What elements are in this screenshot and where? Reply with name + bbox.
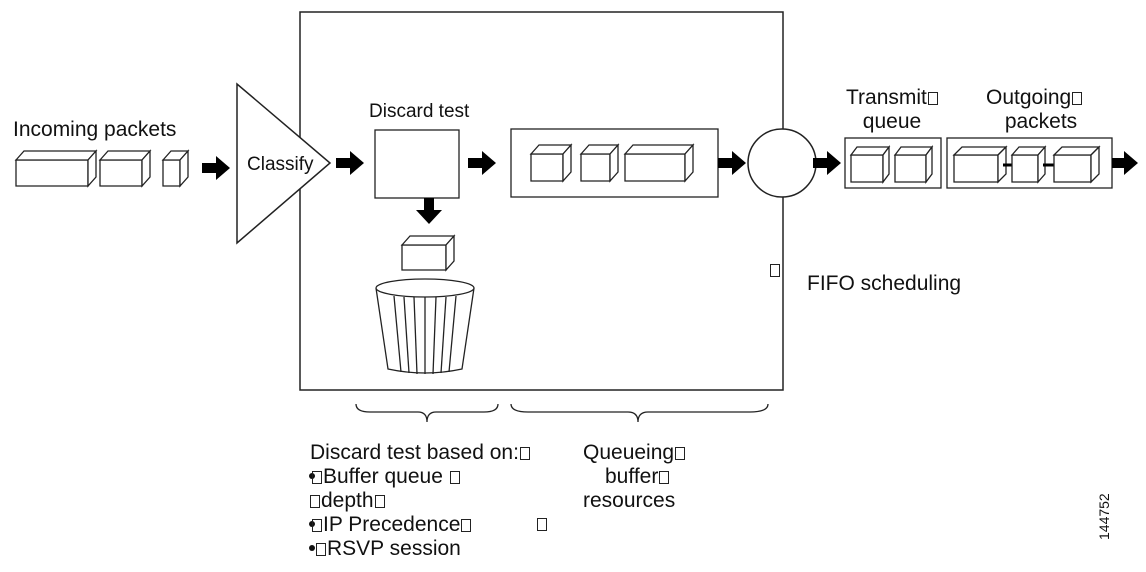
figure-number: 144752	[1096, 493, 1112, 540]
arrow-exit	[1112, 151, 1138, 175]
missing-glyph-icon	[449, 471, 460, 484]
arrow-to-queue	[468, 151, 496, 175]
discard-basis-item-2: depth	[309, 489, 386, 513]
incoming-packet-small	[161, 149, 190, 188]
arrow-to-classifier	[202, 156, 230, 180]
discard-basis-heading-text: Discard test based on:	[310, 441, 519, 464]
missing-glyph-icon	[770, 264, 780, 277]
transmit-packet-1	[849, 145, 891, 184]
outgoing-packet-3	[1052, 145, 1101, 184]
discard-basis-item-3-text: IP Precedence	[323, 513, 461, 536]
outgoing-packets-label: Outgoing	[986, 86, 1106, 110]
transmit-queue-label: Transmit	[846, 86, 946, 110]
queued-packet-3	[623, 143, 695, 183]
outgoing-packet-1	[952, 145, 1008, 184]
brace-queueing	[510, 403, 769, 423]
outgoing-packet-2	[1010, 145, 1047, 184]
missing-glyph-icon	[312, 519, 322, 532]
discard-basis-item-1-text: Buffer queue	[323, 465, 449, 488]
arrow-to-scheduler	[718, 151, 746, 175]
classify-label: Classify	[247, 154, 314, 175]
queued-packet-1	[529, 143, 573, 183]
discard-basis-item-4: RSVP session	[309, 537, 461, 561]
arrow-to-transmit-queue	[813, 151, 841, 175]
missing-glyph-icon	[310, 495, 320, 508]
arrow-to-bin	[416, 198, 442, 224]
outgoing-packets-line1: Outgoing	[986, 86, 1072, 109]
transmit-queue-line2: queue	[862, 110, 922, 133]
missing-glyph-icon	[374, 495, 385, 508]
dropped-packet	[400, 234, 456, 272]
missing-glyph-icon	[675, 447, 686, 460]
classifier-triangle	[236, 82, 332, 245]
brace-discard-test	[355, 403, 499, 423]
discard-basis-heading: Discard test based on:	[310, 441, 531, 465]
incoming-packet-large	[14, 149, 98, 188]
discard-basis-item-1: Buffer queue	[309, 465, 461, 489]
missing-glyph-icon	[519, 447, 530, 460]
arrow-to-discard	[336, 151, 364, 175]
discard-test-label: Discard test	[369, 101, 470, 122]
router-frame	[299, 11, 784, 391]
discard-basis-item-2-text: depth	[321, 489, 374, 512]
queueing-label-line1-text: Queueing	[583, 441, 675, 464]
transmit-packet-2	[893, 145, 934, 184]
discard-basis-item-3: IP Precedence	[309, 513, 472, 537]
outgoing-packets-line2: packets	[1004, 110, 1078, 133]
bullet-icon	[309, 545, 315, 551]
fifo-scheduler-circle	[747, 128, 817, 198]
missing-glyph-icon	[1072, 92, 1083, 105]
queued-packet-2	[579, 143, 620, 183]
discard-basis-item-4-text: RSVP session	[327, 537, 461, 560]
missing-glyph-icon	[316, 543, 326, 556]
incoming-packet-medium	[98, 149, 152, 188]
queueing-label-line3: resources	[583, 489, 676, 512]
transmit-queue-line1: Transmit	[846, 86, 927, 109]
queueing-label-line2-text: buffer	[605, 465, 659, 488]
fifo-scheduling-label: FIFO scheduling	[807, 272, 962, 295]
missing-glyph-icon	[537, 518, 547, 531]
queueing-label-line1: Queueing	[583, 441, 686, 465]
missing-glyph-icon	[659, 471, 670, 484]
trash-bin	[375, 278, 475, 375]
incoming-packets-label: Incoming packets	[13, 118, 177, 141]
discard-test-box	[374, 129, 460, 199]
missing-glyph-icon	[312, 471, 322, 484]
queueing-label-line2: buffer	[605, 465, 670, 489]
missing-glyph-icon	[927, 92, 938, 105]
missing-glyph-icon	[461, 519, 472, 532]
